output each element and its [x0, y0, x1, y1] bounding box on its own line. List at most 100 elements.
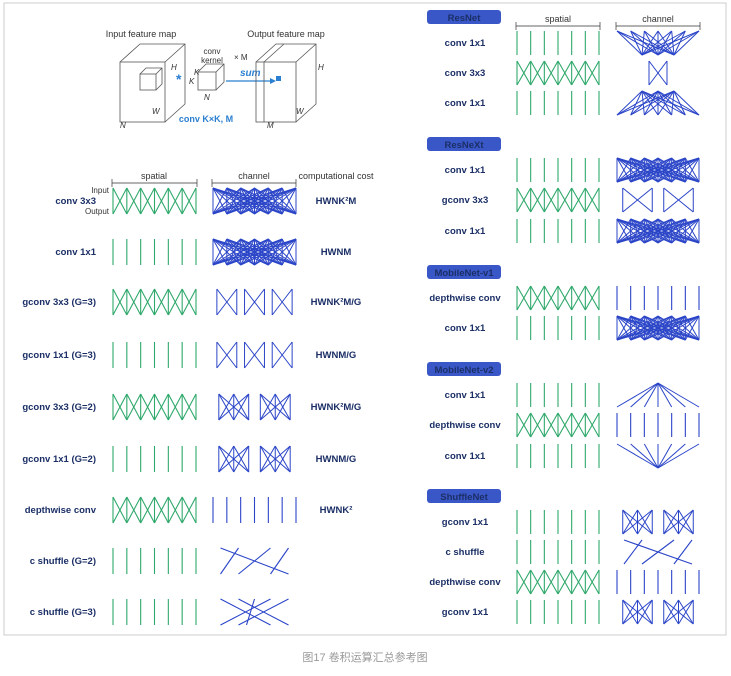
spatial-connection-pattern — [112, 239, 197, 265]
kernel-label-line2: kernel — [201, 56, 223, 65]
spatial-connection-pattern — [112, 393, 197, 421]
left-row: c shuffle (G=3) — [30, 598, 289, 626]
row-label: gconv 3x3 — [442, 195, 488, 206]
output-cuboid — [255, 43, 317, 123]
row-label: conv 3x3 — [55, 196, 96, 207]
row-label: gconv 3x3 (G=3) — [22, 297, 96, 308]
row-label: gconv 1x1 (G=3) — [22, 350, 96, 361]
architecture-row: gconv 1x1 — [442, 599, 694, 625]
right-spatial-bracket — [515, 22, 601, 30]
channel-connection-pattern — [616, 382, 700, 408]
architecture-row: c shuffle — [445, 539, 693, 565]
channel-connection-pattern — [616, 30, 700, 56]
spatial-connection-pattern — [516, 510, 600, 534]
channel-connection-pattern — [622, 187, 694, 213]
architecture-row: conv 3x3 — [445, 60, 668, 86]
left-cost-header: computational cost — [298, 171, 374, 181]
output-w-label: W — [296, 107, 305, 116]
kernel-n-label: N — [204, 93, 210, 102]
input-row-label: Input — [91, 186, 110, 195]
left-spatial-header: spatial — [141, 171, 167, 181]
row-label: gconv 1x1 — [442, 607, 489, 618]
channel-connection-pattern — [616, 570, 700, 594]
channel-connection-pattern — [616, 90, 700, 116]
architecture-row: depthwise conv — [429, 569, 700, 595]
architecture-row: gconv 1x1 — [442, 509, 694, 535]
architecture-row: conv 1x1 — [445, 382, 700, 408]
output-feature-map-label: Output feature map — [247, 29, 325, 39]
right-spatial-header: spatial — [545, 14, 571, 24]
left-row: c shuffle (G=2) — [30, 547, 289, 575]
left-table-header: spatial channel computational cost Input… — [85, 171, 374, 216]
spatial-connection-pattern — [516, 60, 600, 86]
spatial-connection-pattern — [516, 412, 600, 438]
architecture-row: depthwise conv — [429, 285, 700, 311]
computational-cost-label: HWNM/G — [316, 350, 357, 361]
spatial-connection-pattern — [516, 285, 600, 311]
feature-map-illustration: Input feature map Output feature map H W… — [106, 29, 325, 130]
architecture-badge — [427, 489, 501, 503]
channel-connection-pattern — [216, 341, 293, 369]
architecture-row: conv 1x1 — [445, 30, 700, 56]
row-label: conv 1x1 — [445, 390, 486, 401]
left-row: gconv 1x1 (G=2)HWNM/G — [22, 445, 357, 473]
row-label: c shuffle (G=3) — [30, 607, 96, 618]
row-label: conv 1x1 — [445, 323, 486, 334]
times-m-label: × M — [234, 53, 248, 62]
spatial-connection-pattern — [112, 599, 197, 625]
spatial-connection-pattern — [112, 446, 197, 472]
channel-connection-pattern — [212, 497, 297, 523]
input-cuboid — [119, 43, 186, 123]
channel-connection-pattern — [220, 598, 289, 626]
left-spatial-bracket — [111, 179, 198, 187]
architecture-title: MobileNet-v2 — [434, 365, 493, 376]
output-row-label: Output — [85, 207, 110, 216]
sum-arrow-head-icon — [270, 78, 276, 84]
computational-cost-label: HWNM/G — [316, 454, 357, 465]
channel-connection-pattern — [648, 60, 668, 86]
right-channel-header: channel — [642, 14, 674, 24]
right-column-header: spatial channel — [515, 14, 701, 30]
spatial-connection-pattern — [516, 600, 600, 624]
spatial-connection-pattern — [516, 158, 600, 182]
row-label: conv 1x1 — [445, 38, 486, 49]
kernel-cube — [197, 63, 225, 91]
left-row: gconv 1x1 (G=3) HWNM/G — [22, 341, 357, 369]
input-w-label: W — [152, 107, 161, 116]
row-label: c shuffle (G=2) — [30, 556, 96, 567]
row-label: conv 1x1 — [445, 165, 486, 176]
architecture-row: depthwise conv — [429, 412, 700, 438]
spatial-connection-pattern — [516, 444, 600, 468]
row-label: gconv 3x3 (G=2) — [22, 402, 96, 413]
spatial-connection-pattern — [112, 288, 197, 316]
row-label: depthwise conv — [25, 505, 97, 516]
architecture-row: conv 1x1 — [445, 90, 700, 116]
kernel-label-line1: conv — [204, 47, 221, 56]
kernel-k-label-top: K — [194, 68, 200, 77]
spatial-connection-pattern — [516, 569, 600, 595]
architecture-row: conv 1x1 — [445, 315, 700, 341]
computational-cost-label: HWNK²M — [316, 196, 357, 207]
conv-caption: conv K×K, M — [179, 114, 233, 124]
figure-caption: 图17 卷积运算汇总参考图 — [302, 650, 427, 664]
spatial-connection-pattern — [516, 219, 600, 243]
computational-cost-label: HWNM — [321, 247, 352, 258]
kernel-k-label-side: K — [189, 77, 195, 86]
channel-connection-pattern — [616, 218, 700, 244]
row-label: conv 3x3 — [445, 68, 486, 79]
output-h-label: H — [318, 63, 324, 72]
computational-cost-label: HWNK²M/G — [311, 297, 362, 308]
channel-connection-pattern — [622, 509, 694, 535]
left-row: gconv 3x3 (G=2)HWNK²M/G — [22, 393, 361, 421]
channel-connection-pattern — [616, 413, 700, 437]
spatial-connection-pattern — [112, 342, 197, 368]
